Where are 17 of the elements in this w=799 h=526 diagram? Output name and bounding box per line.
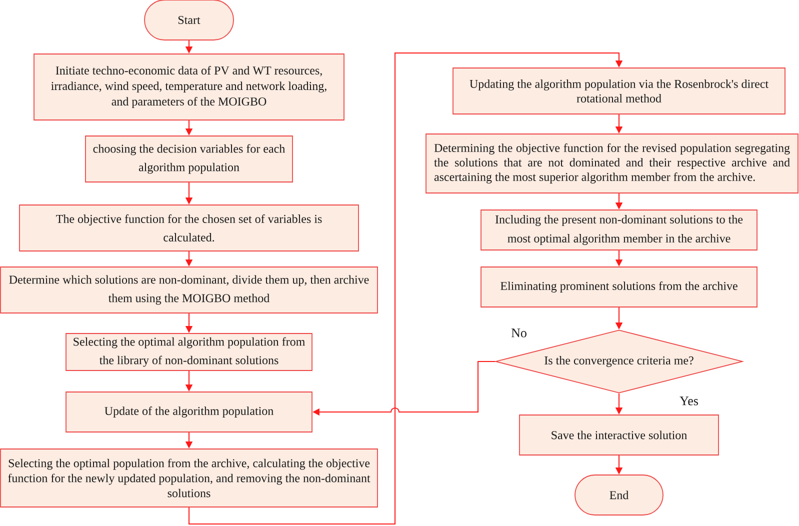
process-box: The objective function for the chosen set of variables is calculated. bbox=[19, 204, 359, 252]
terminal-box: Start bbox=[144, 0, 234, 40]
process-box: Determine which solutions are non-dominant, divide them up, then archive them using the MOIGBO method bbox=[0, 266, 378, 314]
process-box: Updating the algorithm population via the Rosenbrock's direct rotational method bbox=[452, 68, 786, 114]
edge-label: No bbox=[510, 328, 528, 338]
process-box: Selecting the optimal algorithm population from the library of non-dominant solutions bbox=[66, 333, 312, 371]
process-box: Update of the algorithm population bbox=[66, 392, 312, 432]
process-box: Determining the objective function for the revised population segregating the solutions that are not dominated and their respective archive and ascertaining the most superior algorithm member from the archive. bbox=[426, 134, 798, 194]
arrow bbox=[188, 52, 623, 524]
process-box: choosing the decision variables for each algorithm population bbox=[85, 136, 293, 182]
edge-label: Yes bbox=[678, 396, 700, 406]
process-box: Initiate techno-economic data of PV and WT resources, irradiance, wind speed, temperature and network loading, and parameters of the MOIGBO bbox=[34, 54, 344, 120]
process-box: Eliminating prominent solutions from the archive bbox=[480, 266, 758, 308]
process-box: Selecting the optimal population from the archive, calculating the objective function for the newly updated population, and removing the non-dominant solutions bbox=[0, 448, 378, 508]
process-box: Including the present non-dominant solutions to the most optimal algorithm member in the archive bbox=[480, 210, 758, 250]
terminal-box: End bbox=[574, 474, 664, 516]
process-box: Save the interactive solution bbox=[519, 414, 719, 456]
